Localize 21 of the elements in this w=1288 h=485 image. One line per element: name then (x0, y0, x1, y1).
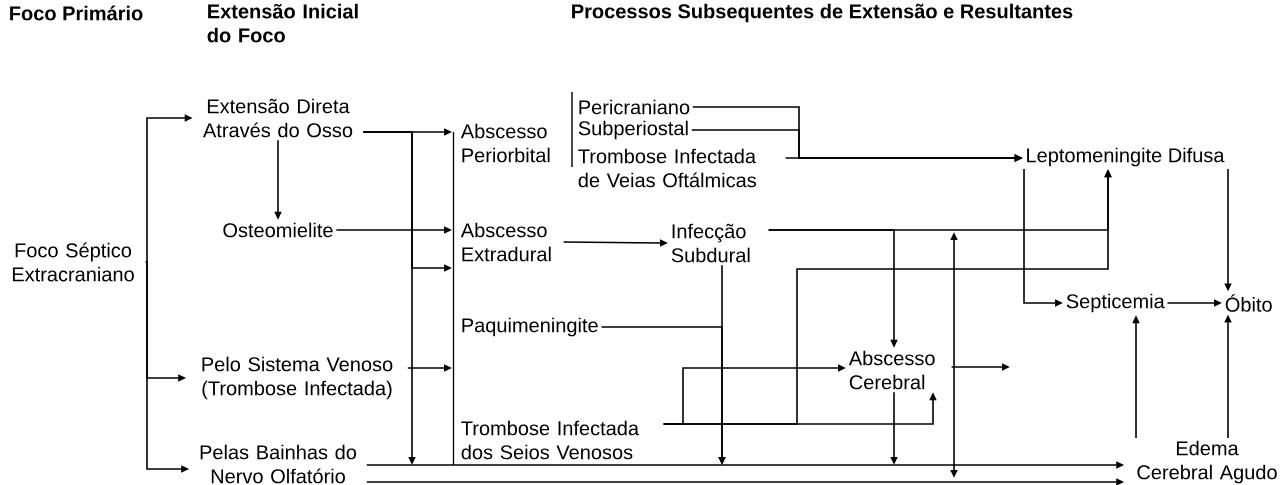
node-text: Subperiostal (578, 120, 688, 140)
node-text: Trombose Infectada dos Seios Venosos (461, 420, 639, 460)
node-text: Abscesso Periorbital (460, 123, 550, 163)
node-text: Septicemia (1066, 293, 1165, 313)
column-heading: Extensão Inicial do Foco (207, 3, 358, 43)
node-text: Infecção Subdural (671, 223, 750, 263)
node-text: Abscesso Cerebral (848, 350, 935, 390)
node-text: Leptomeningite Difusa (1027, 147, 1225, 167)
node-text: Abscesso Extradural (460, 222, 551, 262)
node-text: Pelo Sistema Venoso (Trombose Infectada) (202, 356, 393, 400)
node-text: Extensão Direta Através do Osso (203, 98, 353, 138)
node-text: Osteomielite (223, 222, 333, 238)
node-text: Pelas Bainhas do Nervo Olfatório (200, 444, 357, 484)
node-text: Edema Cerebral Agudo (1137, 440, 1277, 484)
node-text: Foco Séptico Extracraniano (12, 242, 134, 282)
column-heading: Processos Subsequentes de Extensão e Resultantes (572, 3, 1073, 23)
node-text: Paquimeningite (462, 317, 598, 337)
node-text: Pericraniano (579, 99, 690, 115)
column-heading: Foco Primário (10, 5, 143, 21)
node-text: Óbito (1225, 294, 1272, 312)
node-text: Trombose Infectada de Veias Oftálmicas (578, 148, 757, 188)
